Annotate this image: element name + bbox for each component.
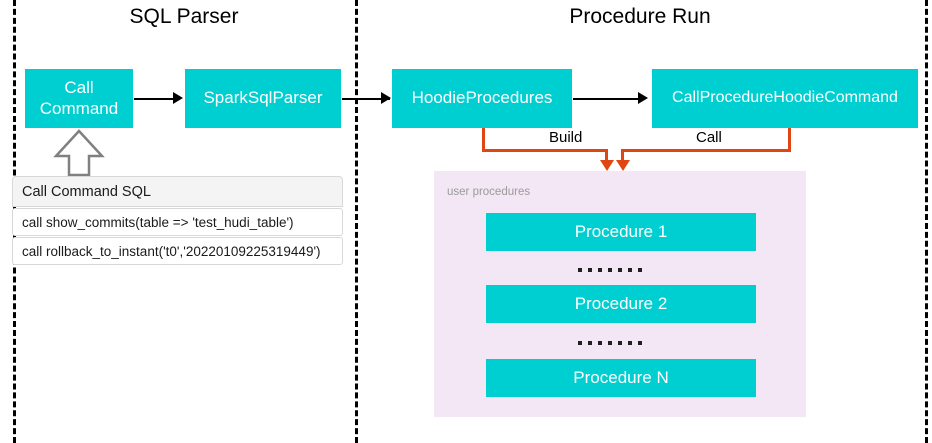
section-title-procedure-run: Procedure Run (569, 5, 711, 28)
connector-label-call: Call (696, 129, 722, 146)
connector-build-horizontal (482, 149, 608, 152)
arrow-head-icon-3 (638, 92, 648, 104)
sql-table-header: Call Command SQL (12, 176, 343, 207)
arrow-head-icon-1 (173, 92, 183, 104)
connector-build-vertical (482, 128, 485, 152)
arrow-head-icon-2 (381, 92, 391, 104)
sql-table: Call Command SQL call show_commits(table… (12, 176, 343, 266)
sql-table-row[interactable]: call show_commits(table => 'test_hudi_ta… (12, 208, 343, 236)
node-spark-sql-parser[interactable]: SparkSqlParser (185, 69, 341, 128)
up-arrow-icon (52, 128, 106, 183)
divider-right (925, 0, 928, 443)
connector-call-horizontal (621, 149, 791, 152)
node-call-command-line2: Command (39, 98, 119, 118)
section-title-sql-parser: SQL Parser (129, 5, 239, 28)
node-hoodie-procedures[interactable]: HoodieProcedures (392, 69, 572, 128)
procedure-item-2[interactable]: Procedure 2 (486, 285, 756, 323)
divider-middle (355, 0, 358, 443)
connector-build-arrow-icon (600, 160, 614, 171)
arrow-call-command-to-parser (134, 98, 175, 100)
node-call-procedure-hoodie-command[interactable]: CallProcedureHoodieCommand (652, 69, 918, 128)
connector-call-vertical (788, 128, 791, 152)
connector-label-build: Build (549, 129, 583, 146)
connector-call-arrow-icon (616, 160, 630, 171)
connector-call-drop (621, 149, 624, 163)
arrow-parser-to-hoodie-procedures (342, 98, 390, 100)
sql-table-row[interactable]: call rollback_to_instant('t0','202201092… (12, 237, 343, 265)
ellipsis-dots-1 (578, 268, 642, 272)
arrow-hoodie-to-call-procedure (573, 98, 639, 100)
connector-build-drop (605, 149, 608, 163)
user-procedures-caption: user procedures (447, 186, 531, 198)
procedure-item-1[interactable]: Procedure 1 (486, 213, 756, 251)
node-call-command-line1: Call (64, 78, 94, 98)
ellipsis-dots-2 (578, 341, 642, 345)
procedure-item-n[interactable]: Procedure N (486, 359, 756, 397)
node-call-command[interactable]: Call Command (25, 69, 133, 128)
